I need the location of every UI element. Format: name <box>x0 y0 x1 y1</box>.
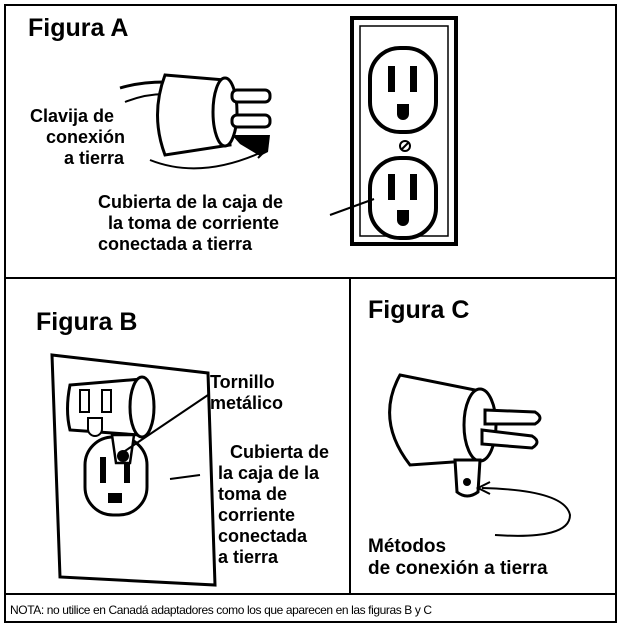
adapter-outlet-cover-label: Cubierta de la caja de la toma de corrie… <box>210 442 329 568</box>
metal-screw-label-line: metálico <box>210 393 284 413</box>
adapter-outlet-illustration <box>50 353 217 587</box>
adapter-outlet-cover-label-line: toma de <box>218 484 288 504</box>
grounded-outlet-cover-label-line: la toma de corriente <box>108 213 280 233</box>
grounding-plug-illustration <box>119 73 272 170</box>
metal-screw-label-line: Tornillo <box>210 372 275 392</box>
adapter-outlet-cover-label-line: corriente <box>218 505 296 525</box>
grounding-methods-label-line: de conexión a tierra <box>368 558 548 579</box>
grounded-outlet-illustration <box>350 16 458 246</box>
adapter-outlet-cover-label-line: la caja de la <box>218 463 320 483</box>
adapter-outlet-cover-label-line: a tierra <box>218 547 279 567</box>
grounding-methods-arrow <box>475 481 572 537</box>
grounded-outlet-cover-label: Cubierta de la caja de la toma de corrie… <box>98 192 283 255</box>
grounding-plug-label-line: conexión <box>46 127 126 147</box>
metal-screw-label: Tornillo metálico <box>210 372 283 414</box>
grounding-plug-label-line: a tierra <box>64 148 125 168</box>
adapter-outlet-cover-label-line: conectada <box>218 526 308 546</box>
page-frame <box>4 4 617 623</box>
grounding-methods-label: Métodos de conexión a tierra <box>368 536 548 580</box>
figure-c-title: Figura C <box>368 296 470 324</box>
outlet-cover-leader-line <box>329 198 375 216</box>
adapter-note: NOTA: no utilice en Canadá adaptadores c… <box>10 603 432 617</box>
adapter-outlet-cover-label-line: Cubierta de <box>230 442 330 462</box>
grounded-outlet-cover-label-line: conectada a tierra <box>98 234 253 254</box>
grounding-plug-label-line: Clavija de <box>30 106 115 126</box>
grounding-methods-label-line: Métodos <box>368 536 447 557</box>
figure-a-title: Figura A <box>28 14 129 42</box>
figure-b-title: Figura B <box>36 308 138 336</box>
horizontal-divider-bottom <box>4 593 617 595</box>
grounding-plug-label: Clavija de conexión a tierra <box>30 106 125 169</box>
vertical-divider <box>349 277 351 593</box>
grounded-outlet-cover-label-line: Cubierta de la caja de <box>98 192 284 212</box>
horizontal-divider-top <box>4 277 617 279</box>
adapter-plug-illustration <box>388 373 542 498</box>
